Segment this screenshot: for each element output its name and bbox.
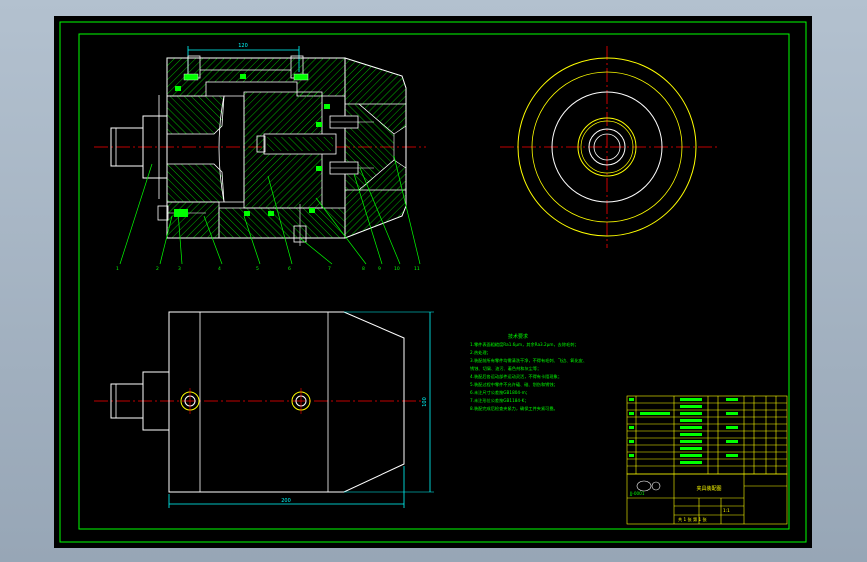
balloon-4: 4 <box>218 266 221 272</box>
balloon-2: 2 <box>156 266 159 272</box>
dim-text-bottom: 200 <box>281 498 291 504</box>
drawing-canvas: 120 <box>59 21 807 543</box>
outer-circle <box>517 57 697 237</box>
balloon-11: 11 <box>414 266 420 272</box>
notes-title: 技术要求 <box>508 333 528 340</box>
title-block-text: 夹具装配图 JJ-0001 1:1 共 1 张 第 1 张 <box>629 485 730 523</box>
drawing-number: JJ-0001 <box>629 491 645 496</box>
note-line: 1.零件表面粗糙度Ra1.6μm，其余Ra3.2μm，去除毛刺； <box>470 341 579 348</box>
note-line: 5.装配过程中零件不允许磕、碰、划伤和锈蚀； <box>470 381 558 388</box>
leader-lines <box>119 155 421 265</box>
note-line: 8.装配完成后检查夹紧力，确保工件夹紧可靠。 <box>470 405 558 412</box>
balloon-10: 10 <box>394 266 400 272</box>
balloon-1: 1 <box>116 266 119 272</box>
section-view: 120 <box>94 43 426 272</box>
note-line: 6.未注尺寸公差按GB1804-m； <box>470 389 530 396</box>
outer-frame <box>59 21 807 543</box>
balloon-9: 9 <box>378 266 381 272</box>
note-line: 7.未注形位公差按GB1184-K； <box>470 397 529 404</box>
housing-bottom-left <box>166 201 220 239</box>
drawing-sheet: 120 <box>54 16 812 548</box>
drawing-scale: 1:1 <box>723 508 730 513</box>
balloon-5: 5 <box>256 266 259 272</box>
balloon-3: 3 <box>178 266 181 272</box>
inner-frame <box>78 33 790 530</box>
left-jaw-lower <box>166 163 225 203</box>
balloon-7: 7 <box>328 266 331 272</box>
left-jaw-upper <box>166 95 225 135</box>
sheet-count: 共 1 张 第 1 张 <box>678 516 708 523</box>
drawing-name: 夹具装配图 <box>696 485 721 492</box>
dim-text-top: 120 <box>238 43 248 49</box>
balloon-8: 8 <box>362 266 365 272</box>
title-block <box>626 473 788 525</box>
front-view: 200 100 <box>94 311 434 508</box>
technical-notes: 技术要求 1.零件表面粗糙度Ra1.6μm，其余Ra3.2μm，去除毛刺； 2.… <box>470 333 587 412</box>
note-line: 3.装配前所有零件均需清洗干净，不得有毛刺、飞边、氧化皮、 <box>470 357 587 364</box>
note-line: 2.热处理； <box>470 349 491 356</box>
balloon-labels: 1 2 3 4 5 6 7 8 9 10 11 <box>116 266 420 272</box>
balloon-6: 6 <box>288 266 291 272</box>
note-line: 4.装配后各运动部件运动灵活，不得有卡阻现象； <box>470 373 562 380</box>
front-body <box>168 311 405 493</box>
parts-list <box>626 395 788 475</box>
dim-text-height: 100 <box>422 397 428 407</box>
end-view <box>500 46 718 248</box>
note-line: 锈蚀、切屑、油污、着色剂和灰尘等； <box>470 365 541 372</box>
housing-bottom <box>218 207 346 239</box>
